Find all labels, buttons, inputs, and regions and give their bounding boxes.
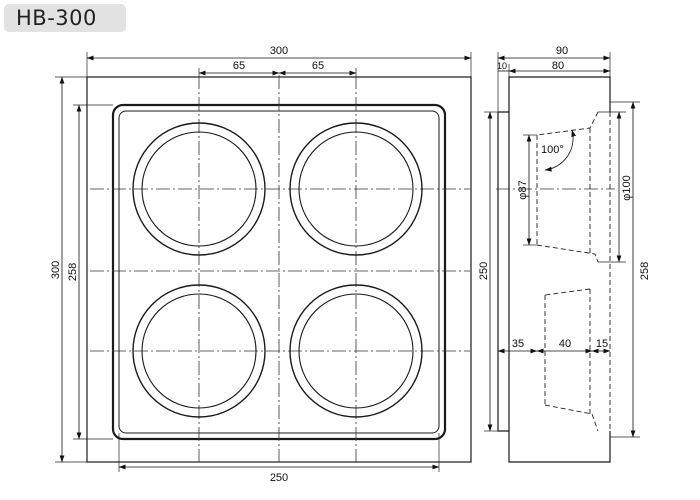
dim-small-diameter-label: φ87	[517, 180, 529, 199]
center-lines	[90, 75, 470, 462]
dim-side-height-label: 250	[478, 262, 490, 280]
side-extension-lines	[484, 52, 640, 438]
dim-height-label: 300	[50, 261, 62, 279]
dim-outer-height-label: 258	[639, 262, 651, 280]
dim-flange-label: 10	[497, 61, 507, 71]
front-dimension-lines	[59, 55, 472, 470]
dim-large-diameter-label: φ100	[621, 175, 633, 201]
side-dimension-lines	[487, 55, 636, 438]
side-view: 100° 90	[478, 45, 651, 463]
side-body-outline	[497, 76, 611, 463]
dim-body-depth-label: 80	[552, 60, 564, 72]
hole-bottom-left	[132, 284, 266, 418]
hole-top-right	[289, 122, 423, 256]
angle-arc	[544, 129, 577, 172]
front-extension-lines	[55, 52, 472, 472]
dim-pitch-left-label: 65	[233, 60, 245, 72]
dim-inner-height-label: 258	[67, 263, 79, 281]
front-view: 300 65 65 300 258 250	[50, 45, 472, 484]
model-badge: HB-300	[4, 4, 126, 32]
angle-label: 100°	[541, 144, 564, 156]
dim-depth-total-label: 90	[556, 45, 568, 57]
dim-seg-a-label: 35	[512, 338, 524, 350]
dim-width-label: 300	[270, 45, 288, 57]
hidden-funnel-lines	[536, 111, 611, 432]
dim-seg-c-label: 15	[596, 338, 608, 350]
hole-top-left	[132, 122, 266, 256]
dim-inner-width-label: 250	[270, 472, 288, 484]
dim-pitch-right-label: 65	[312, 60, 324, 72]
hole-bottom-right	[289, 284, 423, 418]
dim-seg-b-label: 40	[559, 338, 571, 350]
